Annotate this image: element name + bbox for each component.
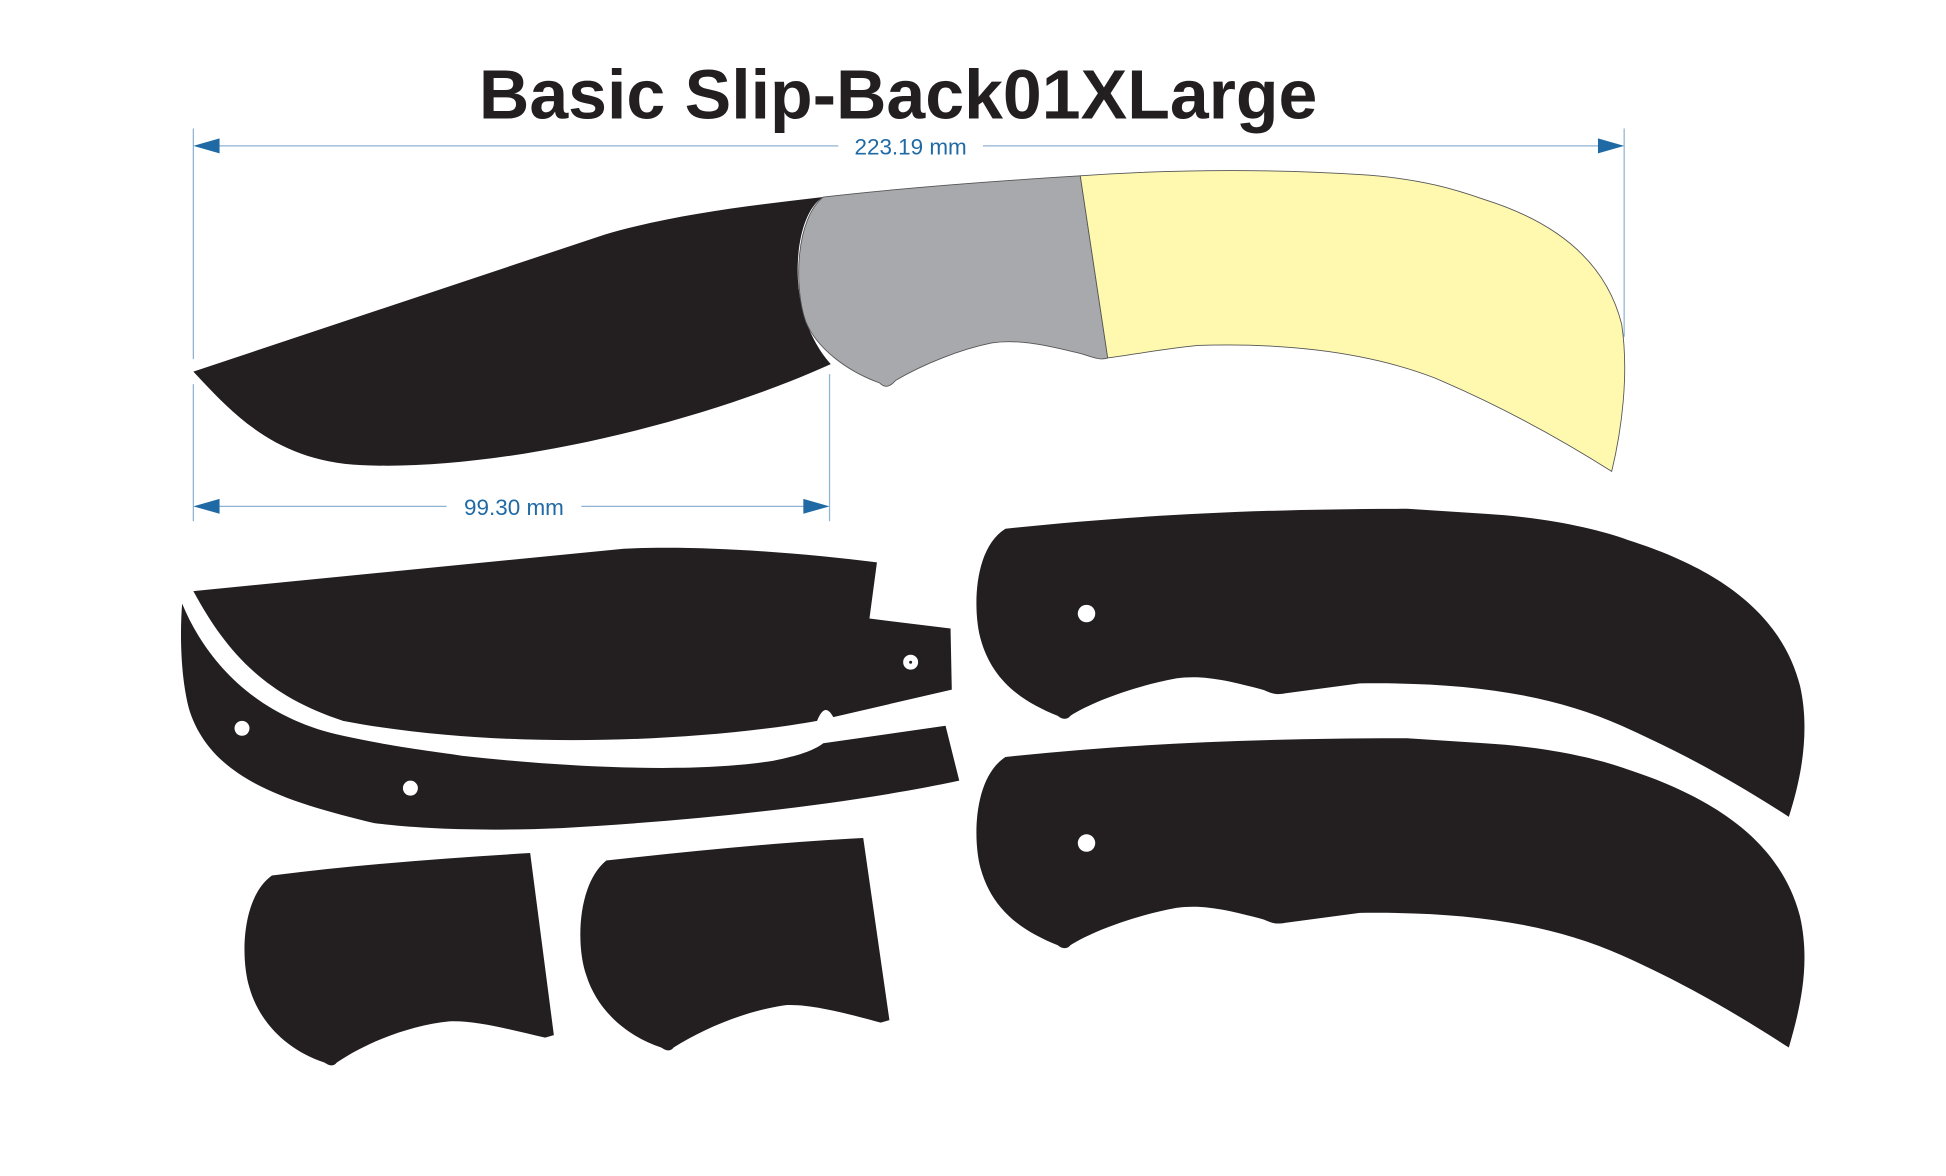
overall-length-dimension: 223.19 mm <box>192 128 1625 360</box>
handle-scale-shape <box>1079 170 1626 473</box>
page-title: Basic Slip-Back01XLarge <box>479 55 1317 133</box>
blade-length-label: 99.30 mm <box>464 495 564 520</box>
blade-part <box>193 547 952 741</box>
blade-shape <box>193 547 952 741</box>
arrow-right-icon <box>803 498 830 514</box>
pin-hole <box>1077 834 1096 852</box>
bolster-part-1 <box>244 853 554 1066</box>
backspring-part <box>180 603 960 830</box>
bolster-part-2 <box>580 838 890 1051</box>
backspring-shape <box>180 603 960 830</box>
bolster-shape <box>798 175 1109 387</box>
assembled-knife <box>193 170 1626 473</box>
arrow-right-icon <box>1597 138 1625 154</box>
blade-length-dimension: 99.30 mm <box>192 374 831 522</box>
pin-hole <box>234 720 250 736</box>
arrow-left-icon <box>193 138 220 154</box>
handle-scale-part-1 <box>976 508 1805 817</box>
blade-shape <box>193 197 831 466</box>
handle-scale-part-2 <box>976 738 1805 1048</box>
pin-hole <box>402 780 418 796</box>
overall-length-label: 223.19 mm <box>854 135 966 160</box>
arrow-left-icon <box>193 498 220 514</box>
pin-hole <box>1077 604 1096 623</box>
